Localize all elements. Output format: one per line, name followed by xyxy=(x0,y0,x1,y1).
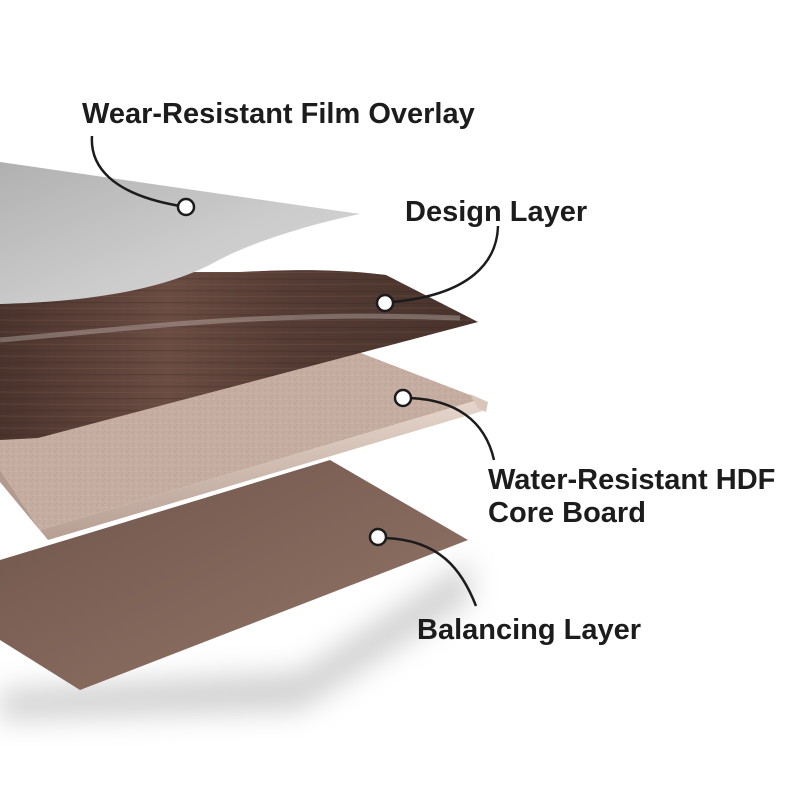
callout-markers xyxy=(176,197,413,547)
stack-shadow xyxy=(0,560,470,720)
balancing-layer-label: Balancing Layer xyxy=(417,614,642,646)
wear-layer-label: Wear-Resistant Film Overlay xyxy=(82,98,475,130)
wear-film-sheet xyxy=(0,162,360,304)
design-callout-line xyxy=(391,225,500,304)
core-board-label: Water-Resistant HDF Core Board xyxy=(488,464,775,530)
wear-callout-line xyxy=(90,135,181,208)
core-board-label-line1: Water-Resistant HDF xyxy=(488,464,776,496)
balancing-marker xyxy=(368,527,388,547)
core-callout-line xyxy=(409,396,496,461)
balancing-layer-sheet xyxy=(0,460,468,690)
design-layer-sheet xyxy=(0,270,478,440)
core-marker xyxy=(393,388,413,408)
design-marker xyxy=(375,293,395,313)
wear-marker xyxy=(176,197,196,217)
core-board-label-line2: Core Board xyxy=(488,497,646,529)
design-layer-label: Design Layer xyxy=(405,196,588,228)
balancing-callout-line xyxy=(384,536,478,607)
callout-lines xyxy=(90,135,500,607)
